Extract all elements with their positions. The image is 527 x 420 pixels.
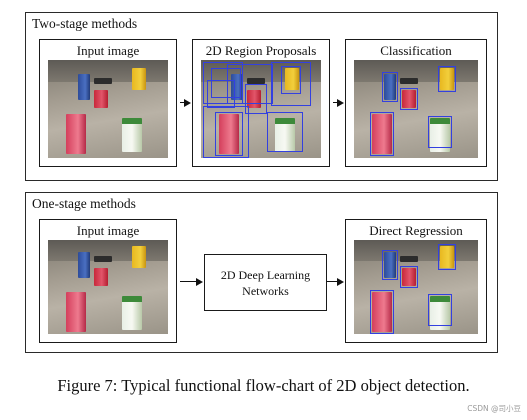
one-stage-input-panel: Input image (39, 219, 177, 343)
arrow-input-to-proposals (180, 98, 191, 107)
deep-learning-network-box: 2D Deep Learning Networks (204, 254, 327, 311)
arrow-network-to-regression (327, 277, 344, 286)
proposals-photo (201, 60, 321, 158)
input-photo (48, 60, 168, 158)
csdn-watermark: CSDN @司小豆 (467, 404, 521, 413)
direct-regression-title: Direct Regression (369, 223, 463, 238)
two-stage-section: Two-stage methods Input image 2D Region … (25, 12, 498, 181)
one-stage-input-title: Input image (76, 223, 140, 238)
direct-regression-panel: Direct Regression (345, 219, 487, 343)
figure-caption: Figure 7: Typical functional flow-chart … (57, 376, 470, 395)
classification-photo (354, 60, 478, 158)
arrow-proposals-to-classification (333, 98, 344, 107)
network-label-line1: 2D Deep Learning (220, 267, 311, 282)
arrow-input-to-network (180, 277, 203, 286)
network-label-line2: Networks (242, 283, 289, 298)
classification-title: Classification (380, 43, 452, 58)
one-stage-title: One-stage methods (32, 196, 136, 211)
classification-panel: Classification (345, 39, 487, 167)
region-proposals-title: 2D Region Proposals (205, 43, 317, 58)
two-stage-input-title: Input image (76, 43, 140, 58)
one-stage-input-photo (48, 240, 168, 334)
two-stage-input-panel: Input image (39, 39, 177, 167)
one-stage-section: One-stage methods Input image 2D Deep Le… (25, 192, 498, 353)
two-stage-title: Two-stage methods (32, 16, 138, 31)
region-proposals-panel: 2D Region Proposals (192, 39, 330, 167)
regression-photo (354, 240, 478, 334)
